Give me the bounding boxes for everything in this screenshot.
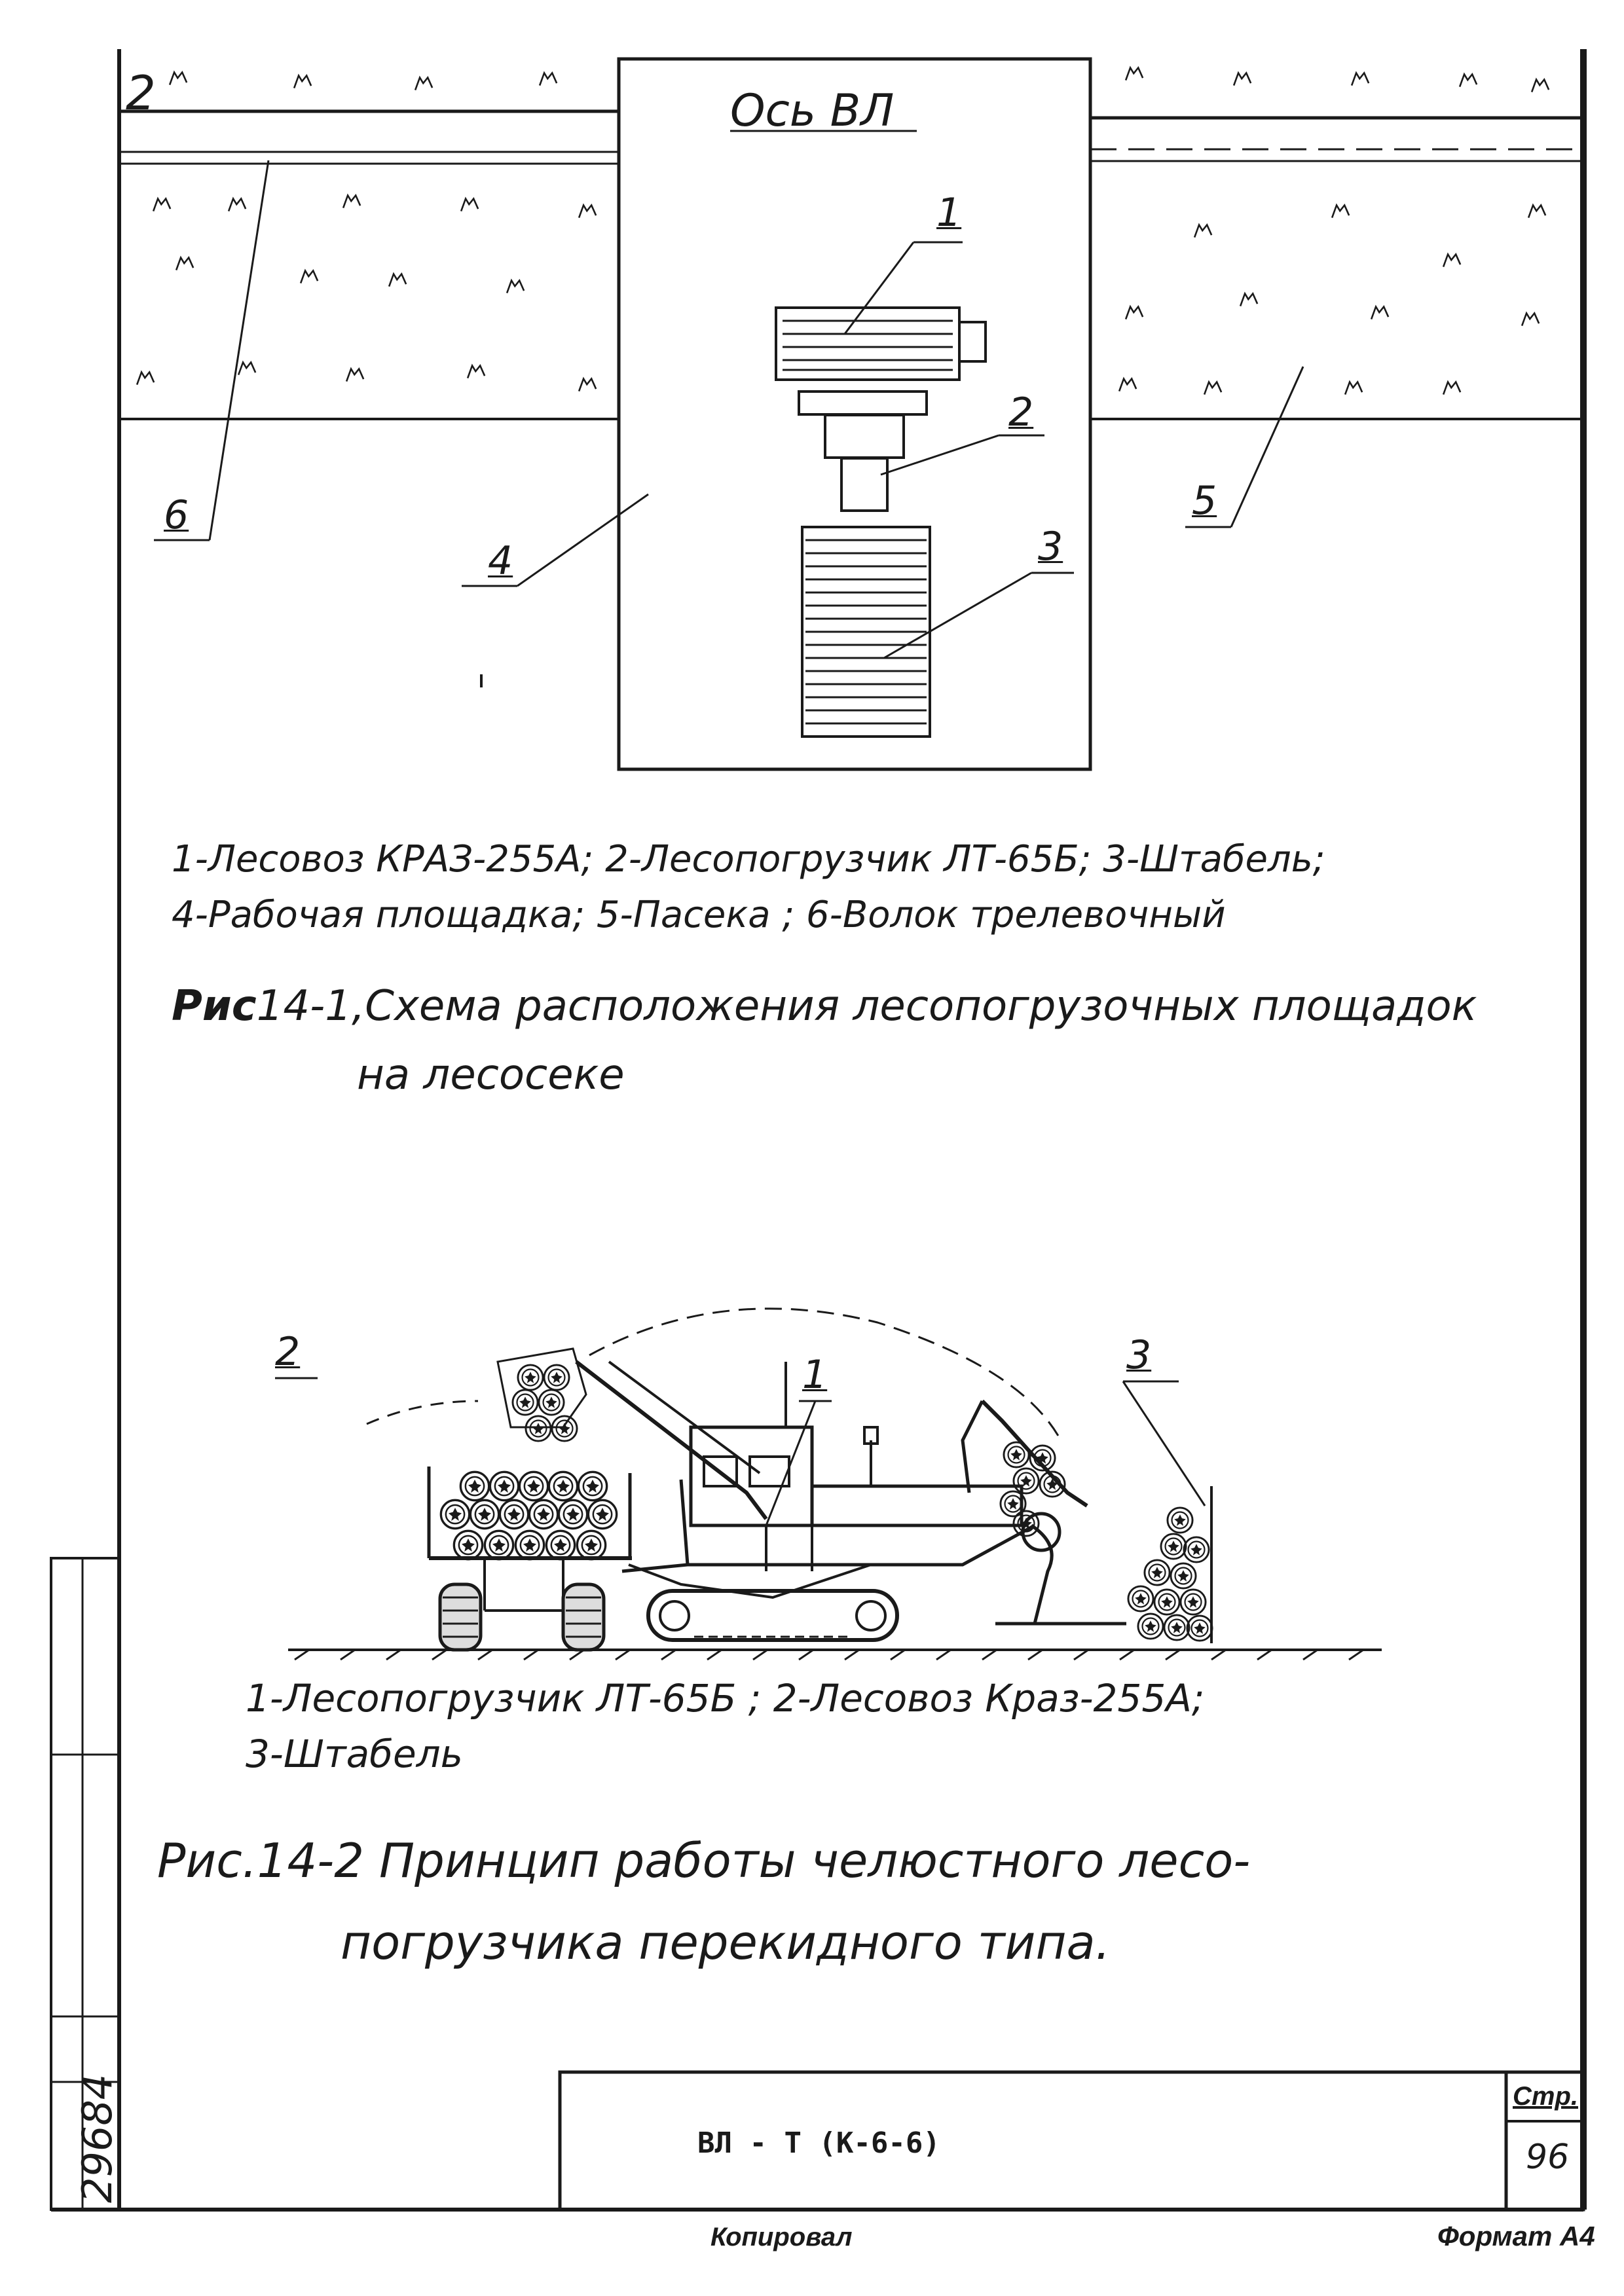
figure2-caption-line1: Рис.14-2 Принцип работы челюстного лесо- — [157, 1833, 1251, 1888]
figure1-plan — [119, 57, 1583, 771]
figure1-legend-line2: 4-Рабочая площадка; 5-Пасека ; 6-Волок т… — [172, 894, 1226, 936]
page-label: Стр. — [1513, 2082, 1578, 2111]
figure1-caption-line2: на лесосеке — [357, 1051, 625, 1099]
fig2-callout-1: 1 — [802, 1352, 828, 1398]
figure1-legend-line1: 1-Лесовоз КРАЗ-255А; 2-Лесопогрузчик ЛТ-… — [172, 838, 1325, 881]
side-number: 29684 — [73, 2073, 121, 2203]
figure2-legend-line1: 1-Лесопогрузчик ЛТ-65Б ; 2-Лесовоз Краз-… — [246, 1676, 1205, 1721]
figure2-caption-line2: погрузчика перекидного типа. — [341, 1915, 1111, 1970]
callout-2: 2 — [1008, 390, 1034, 435]
grass-area-left — [136, 71, 597, 392]
fig2-callout-2: 2 — [275, 1329, 301, 1375]
callout-1: 1 — [936, 190, 962, 236]
figure1-caption-line1: Рис14-1,Схема расположения лесопогрузочн… — [172, 982, 1477, 1030]
callout-3: 3 — [1038, 524, 1063, 570]
footer-right: Формат А4 — [1437, 2221, 1595, 2251]
fig2-callout-3: 3 — [1126, 1332, 1152, 1378]
figure1-caption-prefix: Рис — [172, 982, 257, 1030]
sheet-code: ВЛ - Т (К-6-6) — [697, 2126, 940, 2160]
figure2-loader-scene — [288, 1307, 1382, 1661]
figure2-legend-line2: 3-Штабель — [246, 1732, 463, 1776]
callout-4: 4 — [488, 538, 513, 584]
footer-left: Копировал — [710, 2223, 853, 2251]
figure2-leaders — [275, 1377, 1206, 1526]
figure1-caption-text: 14-1,Схема расположения лесопогрузочных … — [256, 982, 1477, 1030]
axis-label: Ось ВЛ — [730, 85, 895, 137]
corner-mark: 2 — [126, 65, 156, 120]
callout-6: 6 — [164, 492, 189, 538]
sheet-frame — [50, 49, 1587, 2212]
callout-5: 5 — [1192, 478, 1217, 524]
log-stack-truck — [439, 1364, 618, 1561]
page-number: 96 — [1526, 2138, 1570, 2177]
log-stack-pile — [1127, 1506, 1213, 1642]
figure1-leaders — [154, 160, 1304, 659]
